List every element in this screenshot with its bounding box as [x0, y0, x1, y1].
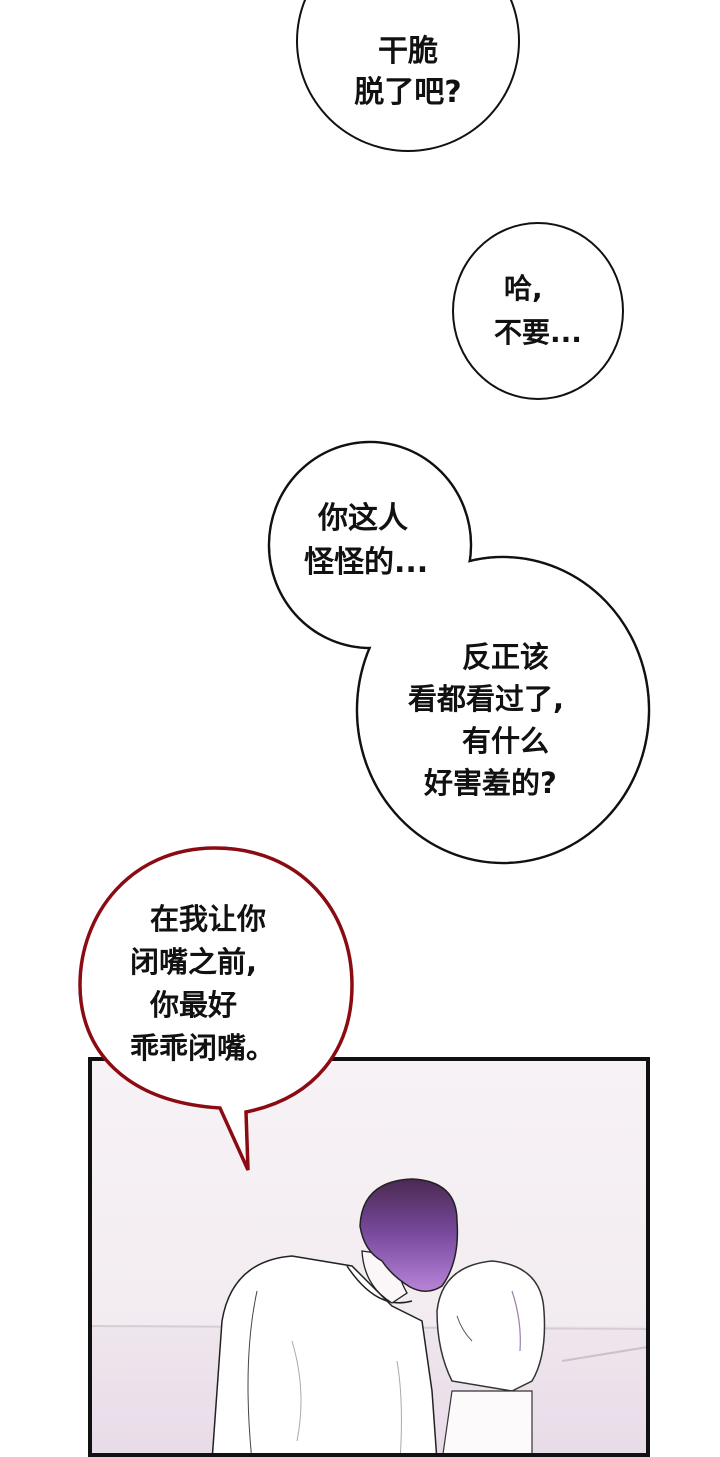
speech-bubble-4-text: 反正该 看都看过了, 有什么 好害羞的?	[380, 636, 620, 804]
speech-line: 干脆	[378, 34, 438, 69]
speech-bubble-1: 干脆 脱了吧?	[296, 0, 520, 152]
speech-line: 乖乖闭嘴。	[130, 1031, 276, 1065]
speech-line: 你这人	[318, 501, 408, 536]
speech-line: 反正该	[462, 640, 550, 674]
speech-line: 闭嘴之前,	[130, 945, 258, 979]
speech-bubble-3-text: 你这人 怪怪的...	[290, 497, 460, 585]
speech-line: 哈,	[504, 272, 543, 305]
speech-line: 好害羞的?	[424, 766, 557, 800]
speech-line: 在我让你	[150, 902, 267, 936]
speech-bubble-5-text: 在我让你 闭嘴之前, 你最好 乖乖闭嘴。	[110, 898, 330, 1070]
speech-line: 脱了吧?	[354, 75, 462, 110]
speech-line: 你最好	[150, 988, 238, 1022]
speech-bubble-2-text: 哈, 不要...	[494, 267, 582, 355]
speech-line: 怪怪的...	[304, 545, 429, 580]
panel-artwork	[92, 1178, 646, 1453]
speech-bubble-5-outline	[78, 846, 354, 1171]
speech-line: 有什么	[462, 724, 550, 758]
speech-bubble-2: 哈, 不要...	[452, 222, 624, 400]
manga-panel	[88, 1057, 650, 1457]
speech-line: 看都看过了,	[408, 682, 565, 716]
speech-bubble-pair-outline	[267, 440, 651, 865]
speech-bubble-1-text: 干脆 脱了吧?	[354, 0, 461, 113]
speech-line: 不要...	[494, 316, 582, 349]
